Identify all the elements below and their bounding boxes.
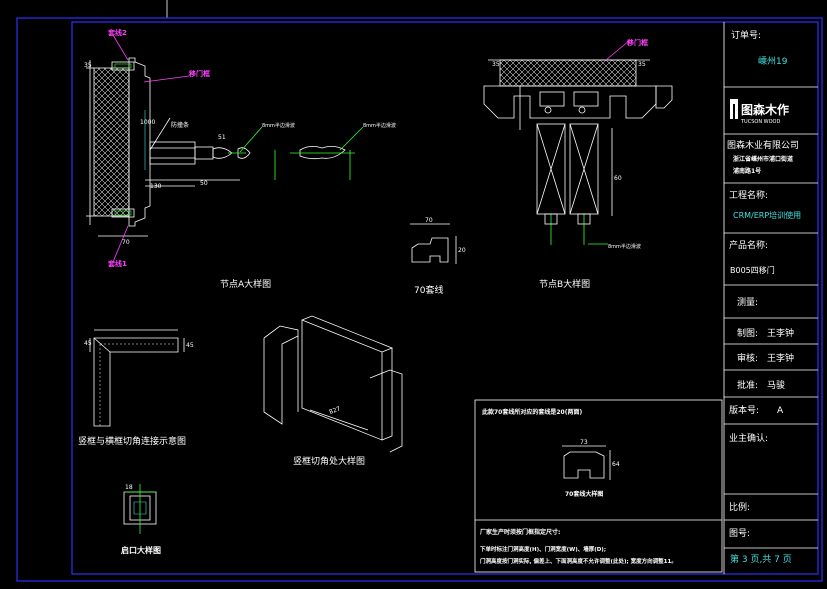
- node-a-drawing: [86, 34, 364, 263]
- label-bottom-jamb-1: 套线1: [108, 259, 127, 268]
- note-panel: [474, 399, 723, 573]
- dim-70-a: 70: [122, 239, 130, 246]
- dim-35-a: 35: [84, 62, 92, 69]
- dim-50: 50: [200, 180, 208, 187]
- factory-note-title: 厂家生产时须按门框指定尺寸:: [480, 528, 560, 536]
- label-wave-seal-2: 8mm半边滑波: [363, 122, 396, 129]
- dim-1000: 1000: [140, 119, 155, 126]
- dim-45-corner: 45: [84, 340, 92, 347]
- dim-45-corner-right: 45: [186, 342, 194, 349]
- dim-60-b: 60: [614, 175, 622, 182]
- label-sliding-frame-b: 移门框: [627, 38, 648, 47]
- opening-title: 启口大样图: [121, 545, 161, 555]
- dim-35-c: 35: [638, 61, 646, 68]
- order-no-label: 订单号:: [731, 29, 761, 41]
- drawn-by-value: 王李钟: [767, 327, 794, 339]
- factory-note-1: 下单时标注门洞高度(H)、门洞宽度(W)、墙厚(D);: [480, 545, 606, 553]
- version-value: A: [777, 406, 784, 416]
- survey-label: 测量:: [737, 297, 758, 308]
- dim-827: 827: [328, 405, 341, 416]
- outer-frame: [16, 17, 823, 582]
- approved-by-value: 马骏: [767, 379, 785, 391]
- product-name-value: B005四移门: [730, 265, 775, 275]
- factory-note-2: 门洞高度按门洞实际, 偏差上、下面洞高度不允许调整(此处); 宽度方向调整11。: [480, 557, 677, 565]
- label-wave-seal-3: 8mm半边滑波: [608, 243, 641, 250]
- approved-by-label: 批准:: [737, 379, 758, 391]
- corner-joint-drawing: [89, 329, 185, 427]
- title-block: [723, 22, 818, 574]
- drawing-no-label: 图号:: [729, 528, 750, 539]
- label-anti-collision: 防撞条: [171, 121, 189, 129]
- order-no-value: 嵊州19: [758, 55, 788, 67]
- version-label: 版本号:: [729, 404, 759, 416]
- node-b-drawing: [483, 39, 673, 245]
- dim-130: 130: [150, 183, 162, 190]
- reviewed-by-label: 审核:: [737, 352, 758, 364]
- corner-detail-drawing: [263, 315, 403, 453]
- reviewed-by-value: 王李钟: [767, 352, 794, 364]
- corner-detail-title: 竖框切角处大样图: [293, 455, 365, 467]
- inner-frame: [71, 21, 819, 575]
- company-address-1: 浙江省嵊州市浦口街道: [733, 155, 793, 163]
- label-sliding-frame-a: 移门框: [189, 69, 210, 78]
- project-name-value: CRM/ERP培训使用: [733, 210, 801, 220]
- label-top-jamb-2: 套线2: [108, 28, 127, 37]
- page-info: 第 3 页,共 7 页: [730, 553, 792, 565]
- opening-detail-drawing: [123, 484, 157, 534]
- owner-confirm-label: 业主确认:: [729, 432, 768, 444]
- company-name: 图森木业有限公司: [727, 139, 799, 151]
- trim-note: 此款70套线所对应的套线是20(两面): [482, 408, 582, 416]
- company-address-2: 浦南路1号: [733, 167, 761, 175]
- trim-detail-title: 70套线大样图: [565, 490, 603, 498]
- logo-subtitle: TUCSON WOOD: [740, 119, 780, 125]
- dim-51: 51: [218, 134, 226, 141]
- corner-joint-title: 竖框与横框切角连接示意图: [78, 435, 186, 447]
- dim-35-b: 35: [492, 61, 500, 68]
- product-name-label: 产品名称:: [729, 239, 768, 251]
- logo-text: 图森木作: [741, 102, 789, 117]
- dim-64: 64: [612, 461, 620, 468]
- label-wave-seal-1: 8mm半边滑波: [262, 122, 295, 129]
- dim-73: 73: [580, 439, 588, 446]
- trim-70-drawing: [410, 223, 457, 264]
- scale-label: 比例:: [729, 501, 750, 513]
- drawn-by-label: 制图:: [737, 327, 758, 339]
- dim-20-trim: 20: [458, 247, 466, 254]
- node-b-title: 节点B大样图: [539, 278, 590, 290]
- dim-70-trim: 70: [425, 217, 433, 224]
- dim-18-opening: 18: [125, 484, 133, 491]
- node-a-title: 节点A大样图: [220, 278, 271, 290]
- trim-70-title: 70套线: [414, 284, 443, 296]
- project-name-label: 工程名称:: [729, 189, 768, 201]
